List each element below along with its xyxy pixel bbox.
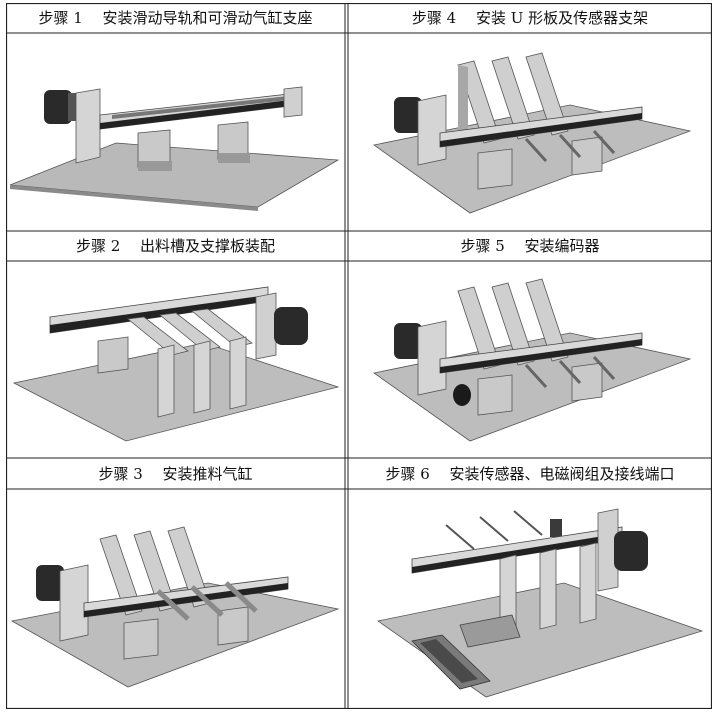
step-2-illustration — [8, 263, 342, 455]
step-6-drawing — [377, 508, 704, 698]
step-5-drawing — [373, 278, 692, 442]
step-4-illustration — [350, 35, 710, 229]
step-6-illustration — [350, 491, 710, 705]
step-4-drawing — [373, 52, 692, 214]
step-1-illustration — [8, 35, 342, 229]
step-2-drawing — [12, 286, 340, 442]
step-2-title: 步骤 2 出料槽及支撑板装配 — [75, 237, 276, 255]
step-3-illustration — [8, 491, 342, 705]
table-grid — [6, 3, 712, 709]
step-1-drawing — [9, 86, 340, 211]
step-5-title: 步骤 5 安装编码器 — [460, 237, 600, 255]
step-1-title: 步骤 1 安装滑动导轨和可滑动气缸支座 — [38, 9, 313, 27]
step-4-title: 步骤 4 安装 U 形板及传感器支架 — [411, 9, 649, 27]
step-6-title: 步骤 6 安装传感器、电磁阀组及接线端口 — [385, 465, 675, 483]
step-3-title: 步骤 3 安装推料气缸 — [98, 465, 253, 483]
step-3-drawing — [10, 526, 340, 688]
step-5-illustration — [350, 263, 710, 455]
